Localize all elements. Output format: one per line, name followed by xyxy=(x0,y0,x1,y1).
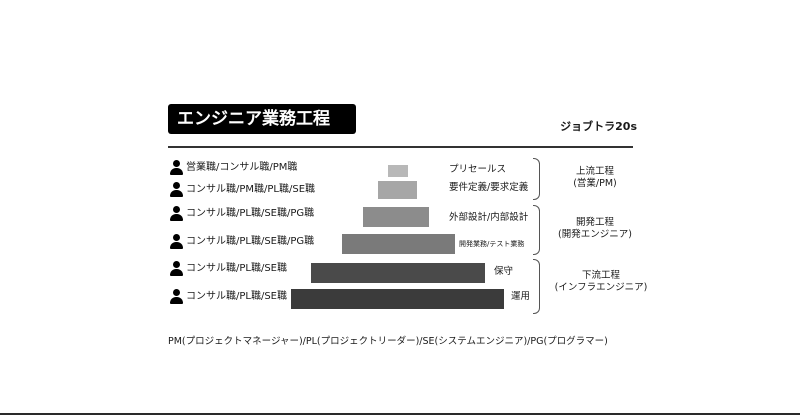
phase-detail: (インフラエンジニア) xyxy=(554,282,648,293)
task-label: 要件定義/要求定義 xyxy=(449,182,529,193)
role-label: コンサル職/PL職/SE職/PG職 xyxy=(186,236,315,247)
bottom-border xyxy=(0,413,800,415)
task-label: 開発業務/テスト業務 xyxy=(459,240,525,248)
pyramid-tier-design xyxy=(363,207,429,227)
phase-name: 下流工程 xyxy=(581,270,620,281)
title-banner: エンジニア業務工程 xyxy=(168,104,356,134)
page-title: エンジニア業務工程 xyxy=(177,109,330,129)
phase-detail: (開発エンジニア) xyxy=(558,229,632,240)
phase-name: 上流工程 xyxy=(575,166,614,177)
phase-label-downstream: 下流工程 (インフラエンジニア) xyxy=(548,270,654,294)
pyramid-tier-requirements xyxy=(378,181,417,199)
person-icon xyxy=(170,182,183,198)
role-label: コンサル職/PL職/SE職 xyxy=(186,263,288,274)
person-icon xyxy=(170,234,183,250)
task-label: プリセールス xyxy=(449,164,507,175)
role-label: コンサル職/PM職/PL職/SE職 xyxy=(186,184,316,195)
pyramid-tier-operation xyxy=(291,289,504,309)
phase-bracket xyxy=(533,259,540,314)
phase-label-upstream: 上流工程 (営業/PM) xyxy=(550,166,640,190)
task-label: 運用 xyxy=(511,291,531,302)
pyramid-tier-presales xyxy=(388,165,408,177)
pyramid-tier-maintenance xyxy=(311,263,485,283)
abbreviation-legend: PM(プロジェクトマネージャー)/PL(プロジェクトリーダー)/SE(システムエ… xyxy=(168,336,608,347)
person-icon xyxy=(170,206,183,222)
phase-name: 開発工程 xyxy=(575,217,614,228)
phase-bracket xyxy=(533,205,540,255)
role-label: 営業職/コンサル職/PM職 xyxy=(186,162,298,173)
brand-logo: ジョブトラ20s xyxy=(560,120,637,133)
phase-bracket xyxy=(533,158,540,200)
role-label: コンサル職/PL職/SE職 xyxy=(186,291,288,302)
task-label: 外部設計/内部設計 xyxy=(449,212,529,223)
person-icon xyxy=(170,261,183,277)
divider xyxy=(168,146,633,148)
person-icon xyxy=(170,289,183,305)
phase-detail: (営業/PM) xyxy=(573,178,617,189)
pyramid-tier-development xyxy=(342,234,455,254)
role-label: コンサル職/PL職/SE職/PG職 xyxy=(186,208,315,219)
task-label: 保守 xyxy=(494,266,514,277)
phase-label-development: 開発工程 (開発エンジニア) xyxy=(550,217,640,241)
person-icon xyxy=(170,160,183,176)
